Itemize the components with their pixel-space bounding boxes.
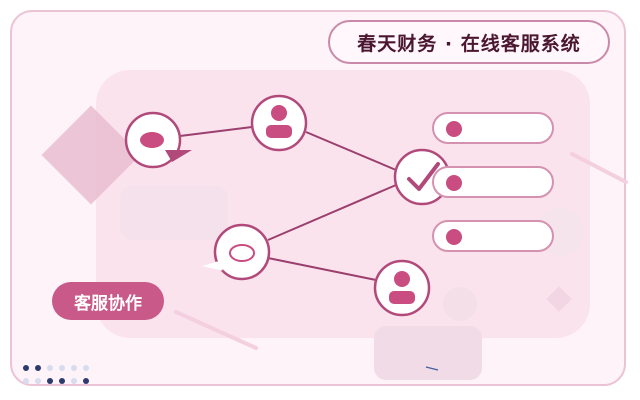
- list-item: [432, 220, 554, 252]
- diagonal-stroke-bottom: [174, 310, 258, 350]
- diamond-shape: [41, 105, 141, 205]
- faded-circle-small: [443, 287, 477, 321]
- user-icon: [250, 94, 308, 152]
- tiny-mark: [425, 366, 439, 371]
- dot-icon: [446, 175, 462, 191]
- faded-card-left: [120, 186, 228, 240]
- user-icon: [373, 259, 431, 317]
- badge-label: 客服协作: [74, 293, 142, 314]
- collaboration-badge: 客服协作: [52, 282, 164, 320]
- dot-icon: [446, 229, 462, 245]
- dot-icon: [446, 121, 462, 137]
- dot-grid: [23, 365, 89, 384]
- connector-lines: [179, 126, 397, 281]
- faded-card-bottom: [374, 326, 482, 380]
- diagonal-stroke-right: [570, 152, 628, 184]
- small-diamond: [546, 286, 572, 312]
- title-banner: 春天财务 · 在线客服系统: [328, 20, 610, 64]
- list-item: [432, 166, 554, 198]
- chat-outline-icon: [202, 223, 271, 281]
- page-title: 春天财务 · 在线客服系统: [357, 32, 581, 55]
- chat-bubble-icon: [124, 111, 192, 169]
- list-item: [432, 112, 554, 144]
